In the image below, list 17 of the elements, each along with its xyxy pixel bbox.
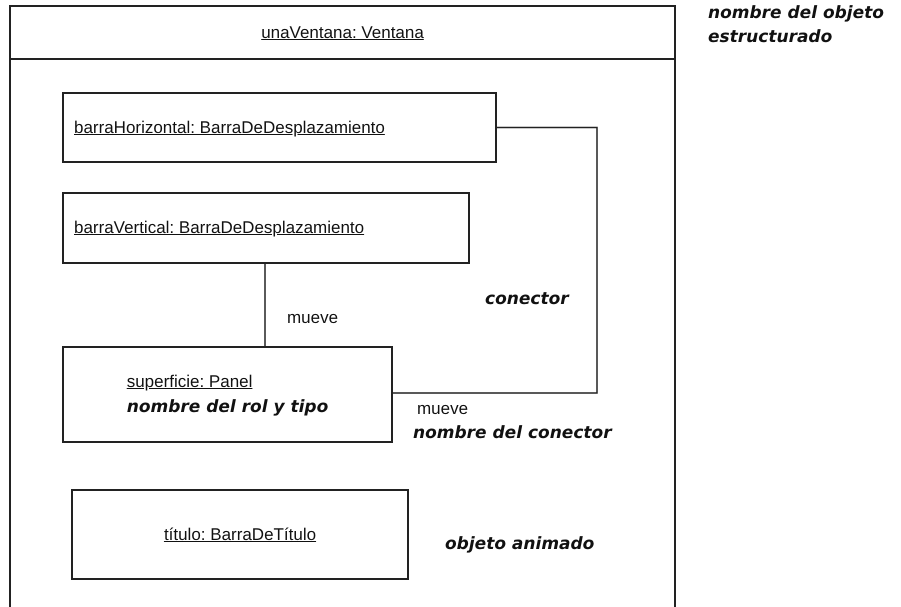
object-box <box>62 192 470 264</box>
object-name: superficie: Panel <box>126 371 252 393</box>
object-name: barraVertical: BarraDeDesplazamiento <box>74 217 364 240</box>
annotation: nombre del rol y tipo <box>126 396 328 418</box>
object-name: barraHorizontal: BarraDeDesplazamiento <box>74 116 385 139</box>
annotation: nombre del conector <box>413 422 612 445</box>
object-box <box>62 92 497 163</box>
object-box <box>62 346 393 443</box>
annotation: conector <box>485 288 569 311</box>
annotation: nombre del objeto estructurado <box>708 2 885 49</box>
connector-line <box>264 264 266 346</box>
object-name: título: BarraDeTítulo <box>164 524 316 546</box>
structured-object-frame <box>9 5 676 607</box>
object-name: unaVentana: Ventana <box>261 22 424 44</box>
object-box <box>71 489 409 580</box>
connector-line <box>393 126 598 394</box>
annotation: objeto animado <box>445 533 594 556</box>
